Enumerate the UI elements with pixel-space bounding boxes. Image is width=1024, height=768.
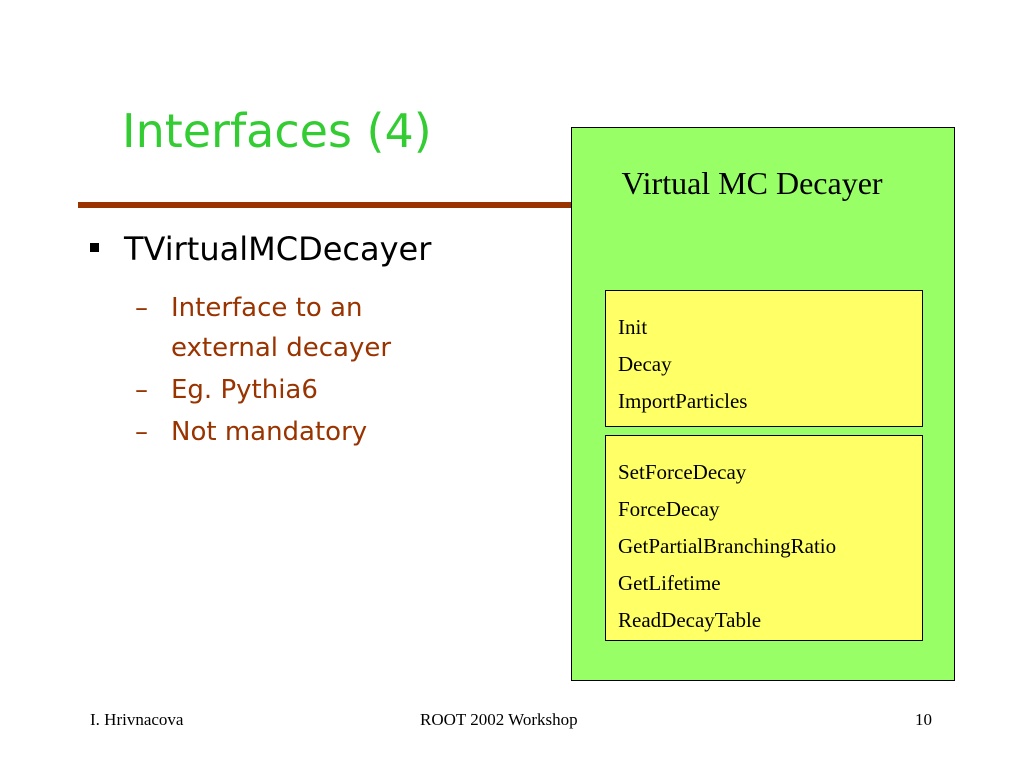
method-item: Decay [618, 352, 672, 376]
dash-bullet-icon: – [135, 293, 148, 323]
footer-page-number: 10 [915, 710, 932, 729]
sub-bullet-text: Interface to an external decayer [171, 293, 392, 363]
title-divider [78, 202, 578, 208]
method-item: ImportParticles [618, 389, 748, 413]
bullet-item: TVirtualMCDecayer [90, 230, 431, 268]
sub-bullet-list: –Interface to an external decayer –Eg. P… [135, 288, 471, 454]
sub-bullet-text: Eg. Pythia6 [171, 375, 318, 405]
footer-event: ROOT 2002 Workshop [420, 710, 578, 729]
method-item: ReadDecayTable [618, 608, 762, 632]
dash-bullet-icon: – [135, 417, 148, 447]
sub-bullet-item: –Eg. Pythia6 [135, 370, 471, 410]
square-bullet-icon [90, 242, 99, 252]
method-item: GetLifetime [618, 571, 721, 595]
dash-bullet-icon: – [135, 375, 148, 405]
method-item: SetForceDecay [618, 460, 747, 484]
method-item: ForceDecay [618, 497, 720, 521]
decayer-box-title: Virtual MC Decayer [621, 165, 883, 201]
sub-bullet-item: –Not mandatory [135, 412, 471, 452]
slide-title: Interfaces (4) [122, 104, 432, 158]
method-item: GetPartialBranchingRatio [618, 534, 837, 558]
virtual-mc-decayer-box: Virtual MC Decayer Init Decay ImportPart… [571, 127, 955, 681]
sub-bullet-item: –Interface to an external decayer [135, 288, 471, 368]
sub-bullet-text: Not mandatory [171, 417, 368, 447]
methods-box-optional: SetForceDecay ForceDecay GetPartialBranc… [605, 435, 923, 641]
methods-box-core: Init Decay ImportParticles [605, 290, 923, 427]
method-item: Init [618, 315, 648, 339]
bullet-text: TVirtualMCDecayer [124, 230, 432, 268]
footer-author: I. Hrivnacova [90, 710, 184, 729]
